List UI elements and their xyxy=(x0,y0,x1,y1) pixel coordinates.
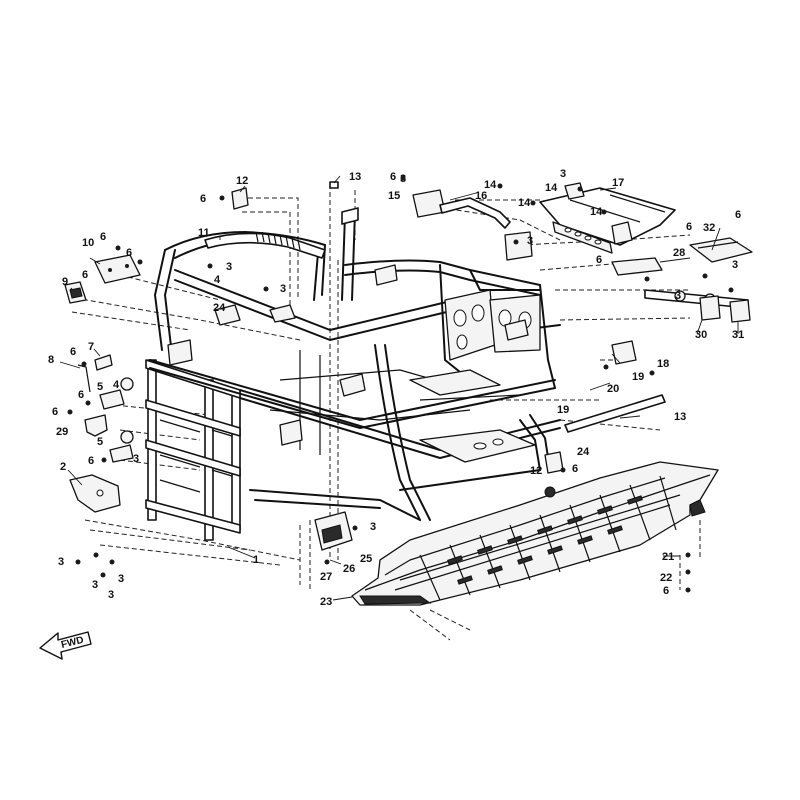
callout-4: 4 xyxy=(214,274,221,286)
callout-12: 12 xyxy=(530,465,542,477)
callout-3: 3 xyxy=(118,573,124,585)
skid-slots xyxy=(447,495,643,585)
callout-3: 3 xyxy=(560,168,566,180)
fastener-markers xyxy=(67,175,607,531)
callout-24: 24 xyxy=(213,302,226,314)
callout-3: 3 xyxy=(370,521,376,533)
callout-6: 6 xyxy=(70,346,76,358)
callout-8: 8 xyxy=(48,354,54,366)
callout-6: 6 xyxy=(200,193,206,205)
callout-6: 6 xyxy=(596,254,602,266)
callout-32: 32 xyxy=(703,222,715,234)
callout-19: 19 xyxy=(632,371,644,383)
callout-31: 31 xyxy=(732,329,744,341)
callout-3: 3 xyxy=(92,579,98,591)
callout-10: 10 xyxy=(82,237,94,249)
skid-plate xyxy=(351,461,719,606)
callout-6: 6 xyxy=(82,269,88,281)
callout-6: 6 xyxy=(686,221,692,233)
right-side-parts xyxy=(539,182,753,433)
callout-1: 1 xyxy=(253,554,259,566)
callout-30: 30 xyxy=(695,329,707,341)
dashed-reference-lines xyxy=(71,184,701,641)
callout-16: 16 xyxy=(475,190,487,202)
callout-3: 3 xyxy=(58,556,64,568)
callout-22: 22 xyxy=(660,572,672,584)
callout-26: 26 xyxy=(343,563,355,575)
callout-12: 12 xyxy=(236,175,248,187)
callout-6: 6 xyxy=(78,389,84,401)
callout-6: 6 xyxy=(100,231,106,243)
callout-29: 29 xyxy=(56,426,68,438)
callout-20: 20 xyxy=(607,383,619,395)
callout-7: 7 xyxy=(88,341,94,353)
left-side-parts xyxy=(64,254,141,578)
callout-27: 27 xyxy=(320,571,332,583)
callout-19: 19 xyxy=(557,404,569,416)
fwd-label: FWD xyxy=(60,635,85,651)
callout-14: 14 xyxy=(545,182,558,194)
callout-14: 14 xyxy=(590,206,603,218)
callout-15: 15 xyxy=(388,190,400,202)
callout-14: 14 xyxy=(484,179,497,191)
callout-3: 3 xyxy=(527,235,533,247)
callout-3: 3 xyxy=(133,453,139,465)
callout-2: 2 xyxy=(60,461,66,473)
callout-9: 9 xyxy=(62,276,68,288)
callout-17: 17 xyxy=(612,177,624,189)
callout-6: 6 xyxy=(52,406,58,418)
callout-24: 24 xyxy=(577,446,590,458)
callout-13: 13 xyxy=(349,171,361,183)
callout-4: 4 xyxy=(113,379,120,391)
callout-6: 6 xyxy=(663,585,669,597)
callout-5: 5 xyxy=(97,436,103,448)
slot-row xyxy=(564,227,602,245)
center-lower-parts xyxy=(314,451,691,593)
callout-3: 3 xyxy=(732,259,738,271)
callout-5: 5 xyxy=(97,381,103,393)
main-frame xyxy=(145,207,561,541)
callout-3: 3 xyxy=(675,290,681,302)
callout-13: 13 xyxy=(674,411,686,423)
leader-lines xyxy=(59,175,739,601)
callout-6: 6 xyxy=(88,455,94,467)
callout-3: 3 xyxy=(280,283,286,295)
top-center-parts xyxy=(204,181,533,261)
callout-3: 3 xyxy=(108,589,114,601)
callout-18: 18 xyxy=(657,358,669,370)
fwd-arrow-icon: FWD xyxy=(39,631,92,660)
callout-21: 21 xyxy=(662,551,674,563)
callout-25: 25 xyxy=(360,553,372,565)
callout-23: 23 xyxy=(320,596,332,608)
callout-11: 11 xyxy=(198,227,210,239)
callout-6: 6 xyxy=(735,209,741,221)
callout-28: 28 xyxy=(673,247,685,259)
callout-6: 6 xyxy=(390,171,396,183)
callout-labels: 1 2 3 3 3 3 3 3 3 3 3 3 3 3 3 4 4 5 5 6 … xyxy=(48,168,744,608)
callout-6: 6 xyxy=(126,247,132,259)
callout-3: 3 xyxy=(226,261,232,273)
callout-6: 6 xyxy=(572,463,578,475)
callout-14: 14 xyxy=(518,197,531,209)
